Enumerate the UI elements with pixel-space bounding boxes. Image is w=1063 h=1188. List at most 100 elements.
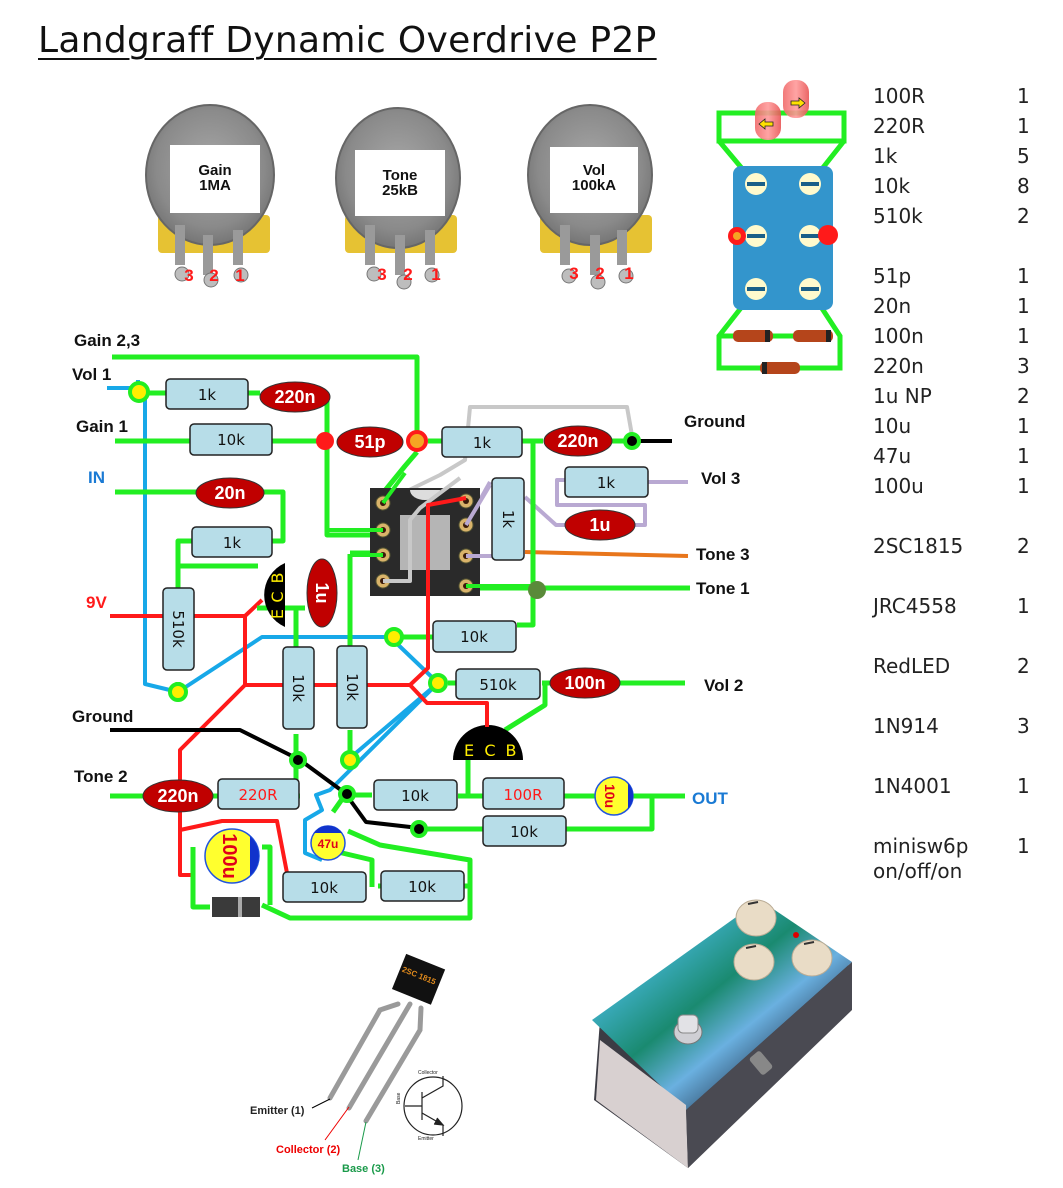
led-right	[783, 80, 809, 118]
bom-qty: 2	[1017, 204, 1030, 228]
capacitors: 220n 51p 220n 20n 1u 1u 100n 220n 10u 47…	[142, 381, 636, 884]
bom-qty: 3	[1017, 354, 1030, 378]
resistor-label: 10k	[401, 787, 429, 805]
capacitor-1u: 1u	[306, 558, 338, 628]
symbol-emitter-label: Emitter	[418, 1136, 434, 1142]
capacitor-220n: 220n	[142, 779, 214, 813]
capacitor-label: 1u	[312, 582, 332, 603]
jack-icon	[749, 1051, 773, 1075]
bom-qty: 2	[1017, 654, 1030, 678]
label-tone-3: Tone 3	[696, 545, 750, 564]
capacitor-220n: 220n	[259, 381, 331, 413]
bom-part: 47u	[873, 444, 912, 468]
bom-qty: 1	[1017, 474, 1030, 498]
electrolytic-capacitor-47u: 47u	[310, 825, 346, 861]
resistor-10k: 10k	[373, 779, 458, 811]
capacitor-label: 47u	[318, 837, 339, 851]
resistor-label: 510k	[169, 610, 187, 648]
bom-part: 1N914	[873, 714, 939, 738]
junction-yellow	[168, 682, 188, 702]
npn-symbol	[403, 1076, 463, 1136]
pot-pin-label: 3	[569, 264, 578, 283]
junction-olive	[528, 581, 546, 599]
junction-black	[623, 432, 641, 450]
toggle-switch-assembly	[716, 80, 847, 374]
junction-red	[316, 432, 334, 450]
resistor-label: 10k	[289, 674, 307, 702]
bom-part: 1k	[873, 144, 898, 168]
bom-part: 20n	[873, 294, 912, 318]
pot-name: Vol	[583, 162, 605, 179]
label-out: OUT	[692, 789, 729, 808]
bom-part: 1N4001	[873, 774, 952, 798]
pot-pin-label: 2	[209, 266, 218, 285]
capacitor-label: 100n	[564, 673, 605, 693]
junction-black	[338, 785, 356, 803]
bom-part: 220R	[873, 114, 926, 138]
junction-yellow	[340, 750, 360, 770]
bom-qty: 2	[1017, 534, 1030, 558]
bom-part: 220n	[873, 354, 924, 378]
bom-part: 1u NP	[873, 384, 932, 408]
transistor-q2: E C B	[453, 725, 523, 760]
capacitor-100n: 100n	[549, 667, 621, 699]
capacitor-label: 51p	[354, 432, 385, 452]
bom-qty: 1	[1017, 264, 1030, 288]
resistor-10k: 10k	[432, 620, 517, 653]
bom-qty: 1	[1017, 114, 1030, 138]
pot-pin-label: 2	[403, 265, 412, 284]
pot-pin-label: 3	[184, 266, 193, 285]
bom-row: 2SC1815 2	[873, 534, 1063, 560]
resistor-1k: 1k	[564, 466, 649, 498]
resistor-1k: 1k	[491, 477, 525, 561]
bom-qty: 1	[1017, 834, 1030, 858]
pot-pin-label: 3	[377, 265, 386, 284]
bom-qty: 1	[1017, 324, 1030, 348]
junction-black	[289, 751, 307, 769]
bom-part: RedLED	[873, 654, 951, 678]
pot-value: 100kA	[572, 177, 616, 194]
label-tone-1: Tone 1	[696, 579, 750, 598]
diode-1n914	[733, 330, 773, 342]
pot-name: Gain	[198, 162, 231, 179]
pin-label-c: C	[484, 741, 495, 760]
label-vol-3: Vol 3	[701, 469, 740, 488]
led-left	[755, 102, 781, 140]
junction-black	[410, 820, 428, 838]
resistor-1k: 1k	[441, 426, 523, 458]
bom-qty: 8	[1017, 174, 1030, 198]
resistor-label: 10k	[408, 878, 436, 896]
resistor-label: 10k	[343, 673, 361, 701]
diode-1n4001	[212, 897, 260, 917]
bom-qty: 1	[1017, 444, 1030, 468]
bom-part: 10u	[873, 414, 912, 438]
capacitor-label: 1u	[589, 515, 610, 535]
label-ground: Ground	[684, 412, 745, 431]
junction-yellow	[428, 673, 448, 693]
pot-pin-label: 2	[595, 264, 604, 283]
resistor-label: 510k	[479, 676, 517, 694]
bom-row: 220n 3	[873, 354, 1063, 380]
resistor-1k: 1k	[165, 378, 249, 410]
pot-value: 25kB	[382, 182, 418, 199]
resistor-label: 1k	[473, 434, 492, 452]
bom-part: 51p	[873, 264, 912, 288]
resistor-label: 100R	[503, 786, 542, 804]
symbol-base-label: Base	[396, 1092, 402, 1104]
bom-qty: 1	[1017, 594, 1030, 618]
resistor-label: 10k	[310, 879, 338, 897]
pot-vol: Vol 100kA 3 2 1	[527, 104, 653, 290]
footswitch	[673, 1014, 703, 1045]
bom-part: 2SC1815	[873, 534, 964, 558]
pin-label-e: E	[268, 609, 287, 619]
resistor-label: 10k	[217, 431, 245, 449]
